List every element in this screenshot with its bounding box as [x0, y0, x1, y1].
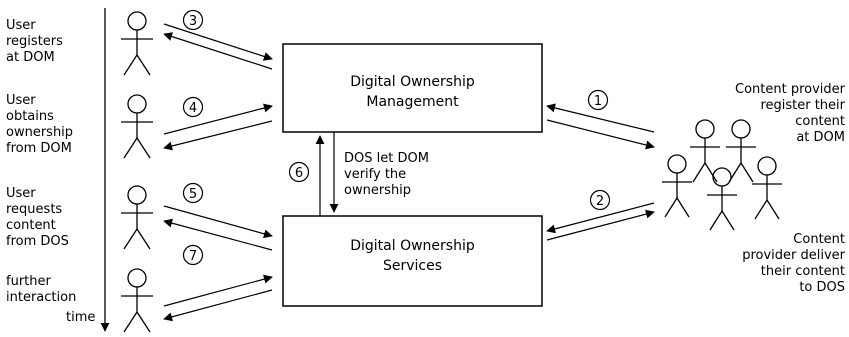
svg-text:1: 1 [594, 94, 602, 109]
arrow-request-to-dos [163, 205, 273, 239]
dos-box-label: Digital Ownership Services [283, 236, 542, 276]
label-line: ownership [6, 125, 74, 140]
svg-text:4: 4 [189, 101, 197, 116]
label-line: User [6, 186, 36, 201]
label-line: Content [793, 232, 845, 247]
step-badge-3: 3 [182, 9, 204, 31]
user-figure [121, 268, 153, 333]
label-line: ownership [344, 183, 412, 198]
step-badge-6: 6 [288, 161, 310, 183]
step-further-label: further interaction [6, 274, 76, 306]
label-line: User [6, 18, 36, 33]
label-line: at DOM [6, 50, 55, 65]
dos-box-line-1: Digital Ownership [350, 238, 475, 254]
dos-box-line-2: Services [382, 258, 443, 274]
step-badge-1: 1 [587, 89, 609, 111]
dom-box-line-2: Management [366, 94, 459, 110]
step-register-label: User registers at DOM [6, 18, 63, 66]
arrow-further-reply [163, 289, 273, 322]
arrow-obtain-reply [163, 120, 273, 151]
arrow-provider-to-dos [546, 202, 655, 234]
svg-text:5: 5 [189, 187, 197, 202]
arrow-register-to-dom [163, 23, 273, 61]
step-badge-2: 2 [589, 189, 611, 211]
label-line: Content provider [735, 82, 845, 97]
dom-box-label: Digital Ownership Management [283, 72, 542, 112]
dom-box-line-1: Digital Ownership [350, 74, 475, 90]
verify-label: DOS let DOM verify the ownership [344, 151, 429, 199]
label-line: from DOM [6, 141, 72, 156]
label-line: verify the [344, 167, 407, 182]
arrow-dos-to-provider [546, 209, 655, 241]
arrow-obtain-to-dom [163, 103, 273, 135]
dos-box [282, 215, 543, 307]
arrow-further-to-dos [163, 274, 273, 307]
arrow-provider-to-dom [546, 103, 655, 133]
label-line: DOS let DOM [344, 151, 429, 166]
svg-text:6: 6 [295, 166, 303, 181]
svg-text:2: 2 [596, 194, 604, 209]
dom-box [282, 43, 543, 133]
user-figure [121, 94, 153, 159]
label-line: register their [760, 98, 845, 113]
label-line: content [6, 218, 56, 233]
step-request-label: User requests content from DOS [6, 186, 69, 250]
arrow-register-reply [163, 32, 273, 70]
label-line: requests [6, 202, 63, 217]
arrow-dom-to-provider [546, 119, 655, 150]
label-line: registers [6, 34, 63, 49]
label-line: interaction [6, 290, 77, 305]
step-obtain-label: User obtains ownership from DOM [6, 93, 73, 157]
content-provider-group [662, 119, 782, 231]
time-axis-label: time [66, 310, 96, 325]
svg-text:3: 3 [189, 14, 197, 29]
label-line: provider deliver [742, 248, 845, 263]
label-line: obtains [6, 109, 54, 124]
label-line: from DOS [6, 234, 69, 249]
label-line: their content [760, 264, 845, 279]
provider-register-label: Content provider register their content … [735, 82, 845, 146]
svg-text:7: 7 [189, 249, 197, 264]
user-figure [121, 185, 153, 250]
label-line: at DOM [796, 130, 845, 145]
label-line: content [795, 114, 845, 129]
label-line: to DOS [799, 280, 845, 295]
label-line: User [6, 93, 36, 108]
arrow-request-reply [163, 218, 273, 251]
step-badge-4: 4 [182, 96, 204, 118]
label-line: further [6, 274, 51, 289]
step-badge-5: 5 [182, 182, 204, 204]
user-figure [121, 11, 153, 76]
step-badge-7: 7 [182, 244, 204, 266]
provider-deliver-label: Content provider deliver their content t… [742, 232, 845, 296]
